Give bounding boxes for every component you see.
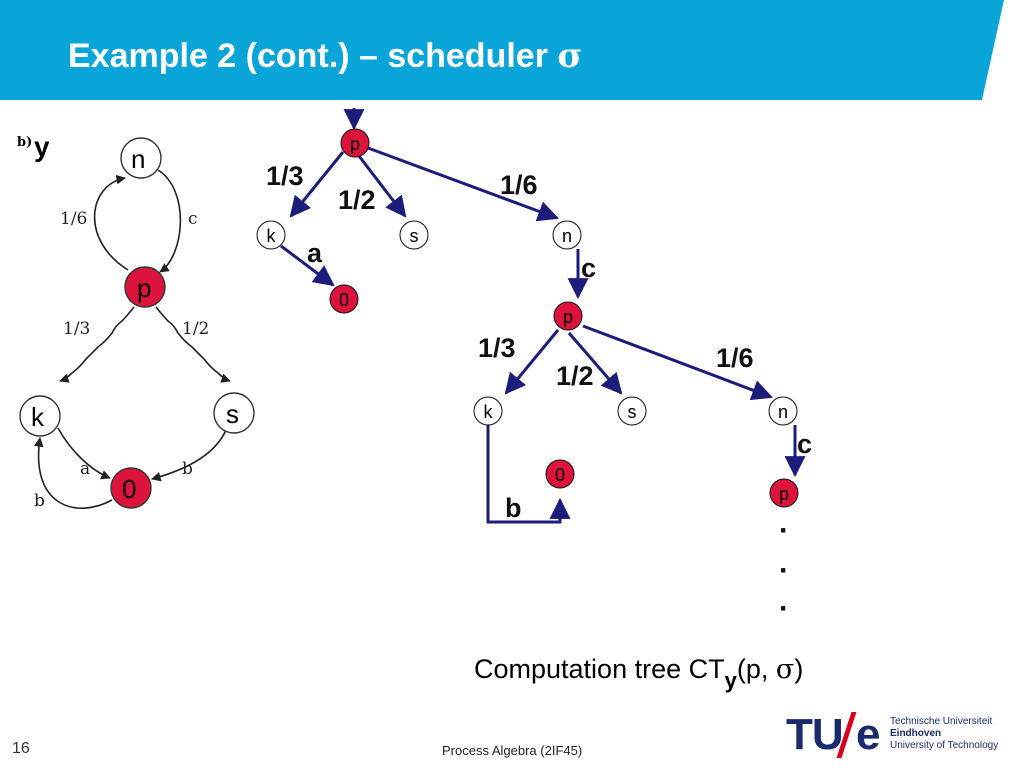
tree-node-p4 xyxy=(769,478,799,508)
action-n2-c: c xyxy=(797,429,812,459)
tree-edge-root-n xyxy=(367,146,559,222)
panel-label: b) xyxy=(17,135,32,150)
tree-edge-k-zero xyxy=(280,244,335,287)
tree-node-n2 xyxy=(768,396,798,426)
continuation-dot-3: · xyxy=(779,592,789,625)
tree-edge-p2-k xyxy=(504,329,560,395)
prob-p2-n: 1/6 xyxy=(716,343,754,373)
tree-action-labels: a c b c xyxy=(307,238,812,523)
node-n xyxy=(120,137,162,179)
action-k-a: a xyxy=(307,238,323,268)
tree-edge-root-k xyxy=(289,151,345,218)
node-k xyxy=(19,395,61,437)
tree-node-zero xyxy=(329,284,359,314)
tree-edges xyxy=(280,108,806,524)
caption: Computation tree CTy(p, σ) xyxy=(474,654,804,693)
tree-edge-p2-n xyxy=(582,324,773,401)
edge-s-to-zero xyxy=(151,429,227,482)
prob-root-n: 1/6 xyxy=(500,170,538,200)
tree-node-p2-label: p xyxy=(563,307,573,327)
tree-node-s2-label: s xyxy=(628,402,637,422)
prob-p2-k: 1/3 xyxy=(478,333,516,363)
action-k2-b: b xyxy=(505,493,522,523)
title-text: Example 2 (cont.) – scheduler xyxy=(68,37,558,75)
tree-node-k xyxy=(256,220,286,250)
tree-node-n2-label: n xyxy=(778,402,788,422)
logo-e: e xyxy=(856,710,881,759)
footer-course: Process Algebra (2IF45) xyxy=(442,743,583,758)
node-zero xyxy=(110,467,152,509)
logo-tu: TU xyxy=(786,710,844,759)
tree-edge-p2-s xyxy=(567,332,623,395)
label-p-to-k: 1/3 xyxy=(63,319,90,339)
page-number: 16 xyxy=(12,740,30,757)
prob-root-s: 1/2 xyxy=(338,185,376,215)
tree-node-zero2-label: 0 xyxy=(555,465,565,485)
node-s xyxy=(213,392,255,434)
caption-args-close: ) xyxy=(794,654,804,684)
continuation-dot-1: · xyxy=(779,514,789,547)
label-s-to-zero: b xyxy=(182,459,193,479)
tree-node-zero2 xyxy=(545,459,575,489)
node-p-label: p xyxy=(137,273,151,303)
tree-node-n-label: n xyxy=(562,226,572,246)
tree-node-s xyxy=(399,220,429,250)
node-k-label: k xyxy=(31,402,45,432)
label-k-to-zero: a xyxy=(80,459,90,479)
header-band xyxy=(0,0,1004,100)
caption-subscript: y xyxy=(724,668,737,693)
node-n-label: n xyxy=(131,144,145,174)
label-p-to-s: 1/2 xyxy=(182,319,209,339)
tree-node-p2 xyxy=(553,301,583,331)
tree-node-zero-label: 0 xyxy=(339,290,349,310)
logo-line3: University of Technology xyxy=(890,740,999,751)
title-sigma: σ xyxy=(557,36,583,76)
label-p-to-n: 1/6 xyxy=(60,209,87,229)
logo-line1: Technische Universiteit xyxy=(890,716,993,727)
prob-root-k: 1/3 xyxy=(266,161,304,191)
slide-title: Example 2 (cont.) – scheduler σ xyxy=(68,36,582,76)
tue-logo: TU e Technische Universiteit Eindhoven U… xyxy=(786,710,1016,760)
tree-nodes: p k s n 0 p k s n 0 p xyxy=(256,128,799,508)
tree-probability-labels: 1/3 1/2 1/6 1/3 1/2 1/6 xyxy=(266,161,754,391)
tree-node-k2-label: k xyxy=(484,402,494,422)
node-zero-label: 0 xyxy=(122,474,136,504)
edge-k-to-zero xyxy=(57,427,111,480)
tree-node-n xyxy=(552,220,582,250)
tree-edge-k2-zero xyxy=(486,424,571,524)
tree-node-k2 xyxy=(473,396,503,426)
edge-zero-to-k xyxy=(33,437,113,509)
left-graph-edges xyxy=(33,169,231,509)
tree-node-root-p xyxy=(340,128,370,158)
label-zero-to-k: b xyxy=(34,491,45,511)
tree-edge-root-s xyxy=(357,155,407,218)
caption-args-open: (p, xyxy=(736,654,776,684)
edge-p-to-k xyxy=(59,306,135,383)
action-n-c: c xyxy=(581,253,596,283)
prob-p2-s: 1/2 xyxy=(556,361,594,391)
tree-node-root-p-label: p xyxy=(350,134,360,154)
caption-text: Computation tree CT xyxy=(474,654,725,684)
left-graph-nodes: n p k s 0 xyxy=(19,137,255,509)
logo-line2: Eindhoven xyxy=(890,728,942,739)
edge-p-to-n xyxy=(93,174,129,271)
label-n-to-p: c xyxy=(188,209,198,229)
edge-p-to-s xyxy=(155,306,231,383)
node-p xyxy=(124,266,166,308)
system-name: y xyxy=(34,131,50,162)
node-s-label: s xyxy=(226,399,239,429)
left-graph-edge-labels: 1/6 c 1/3 1/2 a b b xyxy=(34,209,209,511)
continuation-dot-2: · xyxy=(779,554,789,587)
edge-n-to-p xyxy=(157,169,182,273)
logo-names: Technische Universiteit Eindhoven Univer… xyxy=(890,716,998,752)
tree-node-p4-label: p xyxy=(779,484,789,504)
tree-node-s2 xyxy=(617,396,647,426)
tree-node-k-label: k xyxy=(267,226,277,246)
tree-continuation-dots: · · · xyxy=(779,514,789,625)
caption-sigma: σ xyxy=(775,654,795,685)
tree-node-s-label: s xyxy=(410,226,419,246)
